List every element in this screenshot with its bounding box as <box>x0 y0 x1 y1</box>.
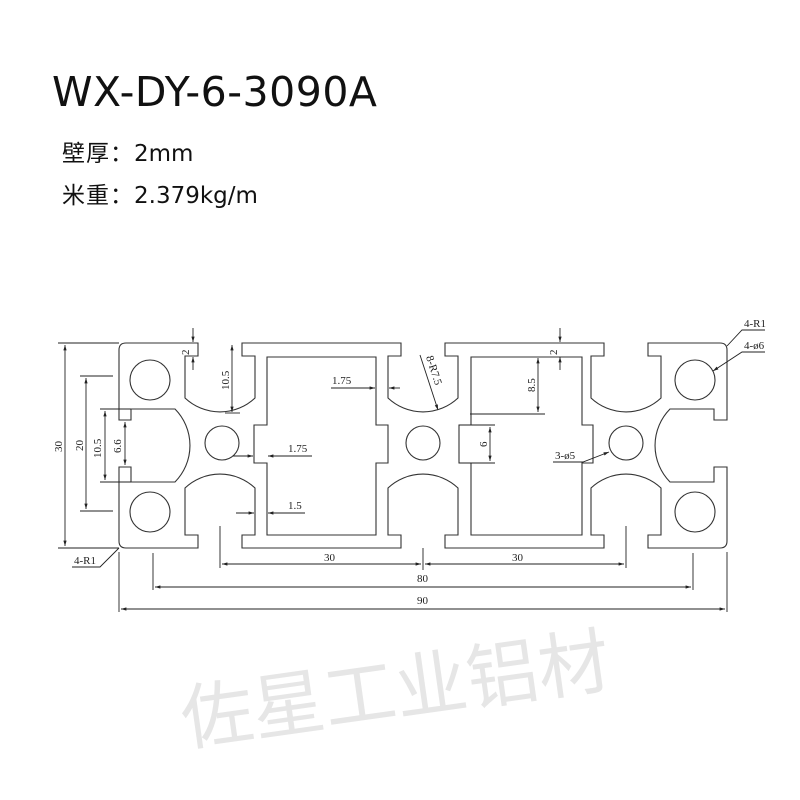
corner-hole <box>129 491 171 533</box>
dim-height-30: 30 <box>53 441 65 453</box>
dim-width-90: 90 <box>417 595 429 607</box>
corner-hole <box>674 491 716 533</box>
dim-top-lip-2-left: 2 <box>180 350 192 356</box>
corner-hole <box>674 359 716 401</box>
dim-hole-3-d5: 3-ø5 <box>555 450 576 462</box>
hollow-chamber-left <box>253 356 389 536</box>
profile-title: WX-DY-6-3090A <box>52 68 378 116</box>
dim-slot-opening-6-6: 6.6 <box>112 439 124 453</box>
dim-height-20: 20 <box>74 440 86 452</box>
dim-top-lip-2-right: 2 <box>548 350 560 356</box>
dim-pitch-30-right: 30 <box>512 552 524 564</box>
center-hole <box>204 425 240 461</box>
dimension-lines <box>58 328 765 612</box>
dim-span-80: 80 <box>417 573 429 585</box>
dim-wall-1-5: 1.5 <box>288 500 302 512</box>
wall-thickness-spec: 壁厚：2mm <box>62 134 193 168</box>
dim-web-6: 6 <box>478 441 490 447</box>
center-hole <box>405 425 441 461</box>
dim-pitch-30-left: 30 <box>324 552 336 564</box>
dim-slot-10-5: 10.5 <box>92 438 104 458</box>
dim-hole-4-d6: 4-ø6 <box>744 340 765 352</box>
corner-hole <box>129 359 171 401</box>
dim-wall-1-75-top: 1.75 <box>332 375 352 387</box>
wall-thickness-label: 壁厚： <box>62 141 134 167</box>
dim-wall-1-75-mid: 1.75 <box>288 443 308 455</box>
watermark: 佐星工业铝材 <box>176 619 616 762</box>
weight-value: 2.379kg/m <box>134 183 258 209</box>
wall-thickness-value: 2mm <box>134 141 194 167</box>
dim-corner-4-r1-top: 4-R1 <box>744 318 766 330</box>
dim-corner-4-r1-bottom: 4-R1 <box>74 555 96 567</box>
weight-per-meter-spec: 米重：2.379kg/m <box>62 176 258 210</box>
dim-slot-depth-10-5: 10.5 <box>220 370 232 390</box>
center-hole <box>608 425 644 461</box>
dim-depth-8-5: 8.5 <box>526 378 538 392</box>
weight-label: 米重： <box>62 183 134 209</box>
dim-radius-8-r7-5: 8-R7.5 <box>423 354 444 387</box>
